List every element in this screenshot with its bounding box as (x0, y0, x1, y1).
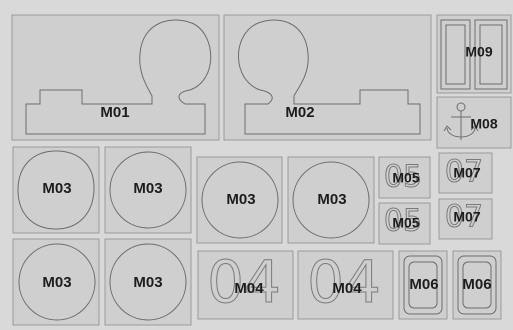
part-m03-2-label: M03 (133, 180, 162, 197)
anchor-icon (443, 102, 479, 140)
part-m02[interactable]: M02 (223, 14, 432, 141)
part-m03-4-label: M03 (317, 191, 346, 208)
part-m03-2-cell (104, 146, 192, 234)
part-m03-2-outline (109, 151, 187, 229)
part-m03-2[interactable]: M03 (104, 146, 192, 234)
part-m03-5-cell (12, 238, 100, 326)
part-m07-1-cell (438, 152, 493, 194)
part-m09[interactable]: M09 (436, 14, 512, 94)
part-m03-6-outline (109, 243, 187, 321)
part-m08-cell (436, 96, 512, 149)
part-m08-label: M08 (470, 116, 497, 132)
part-m01-label: M01 (100, 104, 129, 121)
part-m01-outline (25, 19, 212, 135)
part-m05-1-outline: 05 (384, 160, 422, 195)
part-m03-6-cell (104, 238, 192, 326)
part-m03-3[interactable]: M03 (196, 156, 283, 244)
part-m08[interactable]: M08 (436, 96, 512, 149)
part-m03-6-label: M03 (133, 274, 162, 291)
part-m01-cell (11, 14, 220, 141)
part-m04-1-label: M04 (234, 280, 264, 297)
part-m04-1[interactable]: 04 M04 (197, 248, 294, 320)
part-m07-1[interactable]: 07 M07 (438, 152, 493, 194)
part-m09-label: M09 (465, 44, 492, 60)
part-m02-label: M02 (285, 104, 314, 121)
part-m07-1-label: M07 (453, 165, 480, 181)
part-m04-2-label: M04 (332, 280, 362, 297)
part-m09-bar-right (474, 19, 508, 90)
part-m02-cell (223, 14, 432, 141)
part-m03-1-label: M03 (42, 180, 71, 197)
part-m07-1-outline: 07 (445, 155, 483, 190)
part-m05-1[interactable]: 05 M05 (378, 156, 431, 199)
part-m07-2-cell (438, 198, 493, 240)
part-m03-5-label: M03 (42, 274, 71, 291)
part-m04-2[interactable]: 04 M04 (297, 248, 394, 320)
part-m04-1-outline: 04 (207, 248, 281, 316)
part-m03-4-cell (287, 156, 375, 244)
part-m03-3-label: M03 (226, 191, 255, 208)
part-m03-3-cell (196, 156, 283, 244)
part-m06-2-label: M06 (462, 276, 491, 293)
part-m04-2-outline: 04 (307, 248, 381, 316)
part-m06-1[interactable]: M06 (398, 250, 448, 320)
part-m07-2-outline: 07 (445, 200, 483, 235)
part-m06-2-inner (462, 261, 492, 309)
part-m05-1-cell (378, 156, 431, 199)
part-m05-2-cell (378, 202, 431, 245)
part-m05-2-outline: 05 (384, 204, 422, 239)
part-m03-1[interactable]: M03 (12, 146, 100, 234)
part-m04-2-cell (297, 250, 394, 320)
part-m06-1-outline (403, 255, 443, 315)
part-m03-3-outline (201, 161, 279, 239)
part-m03-5[interactable]: M03 (12, 238, 100, 326)
part-m06-2[interactable]: M06 (452, 250, 502, 320)
part-m07-2[interactable]: 07 M07 (438, 198, 493, 240)
part-m04-1-cell (197, 250, 294, 320)
part-m09-cell (436, 14, 512, 94)
part-m05-1-label: M05 (392, 170, 419, 186)
part-m06-1-inner (408, 261, 438, 309)
part-m06-2-outline (457, 255, 497, 315)
part-m03-1-outline (17, 150, 95, 230)
part-m09-bar-right-inner (479, 24, 503, 85)
part-m05-2-label: M05 (392, 215, 419, 231)
part-m03-6[interactable]: M03 (104, 238, 192, 326)
part-m09-bar-left-inner (445, 24, 466, 85)
part-m05-2[interactable]: 05 M05 (378, 202, 431, 245)
part-m09-bar-left (440, 19, 471, 90)
part-m03-4[interactable]: M03 (287, 156, 375, 244)
part-m03-4-outline (292, 161, 370, 239)
part-m03-5-outline (18, 243, 96, 321)
part-m02-outline (238, 19, 421, 135)
part-m07-2-label: M07 (453, 209, 480, 225)
part-m06-1-label: M06 (409, 276, 438, 293)
part-m01[interactable]: M01 (11, 14, 220, 141)
